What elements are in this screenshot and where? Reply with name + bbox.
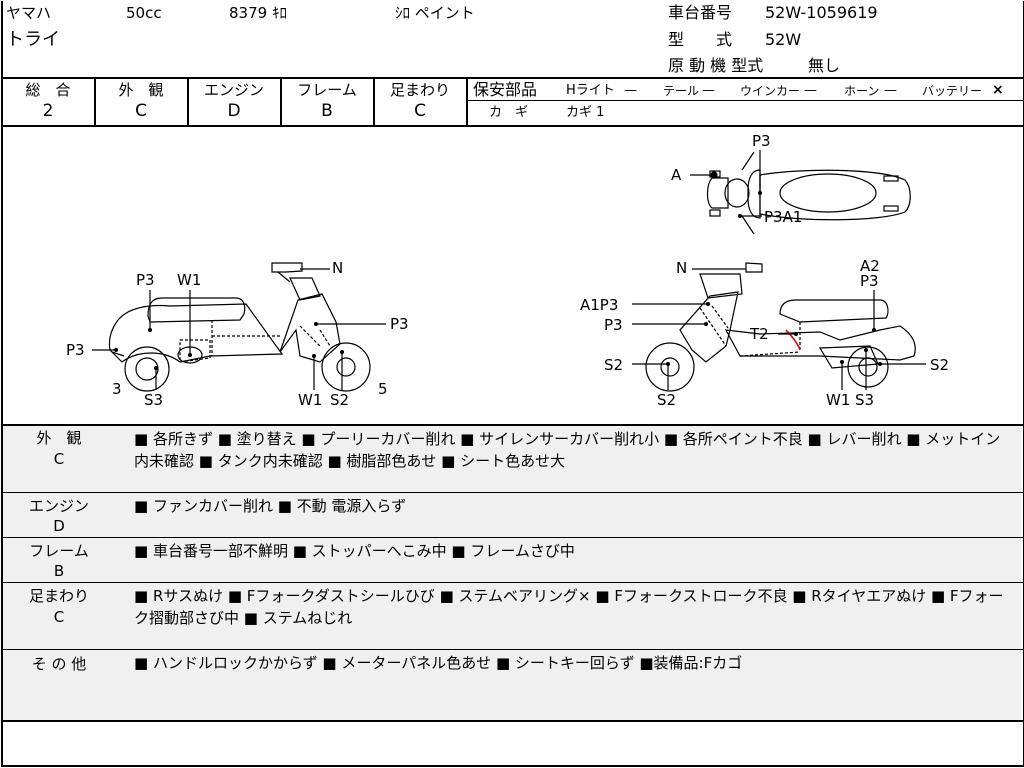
diag-label: W1 xyxy=(177,271,202,289)
color: ｼﾛ ペイント xyxy=(395,4,475,22)
safety-battery: バッテリー xyxy=(922,84,983,98)
frame-no: 52W-1059619 xyxy=(765,3,878,22)
grid-line xyxy=(466,77,468,125)
engine-label: 原 動 機 型式 xyxy=(668,56,764,75)
note-text-other: ■ ハンドルロックかからず ■ メーターパネル色あせ ■ シートキー回らず ■装… xyxy=(134,654,743,672)
type-label: 型 式 xyxy=(668,30,733,49)
diag-label: A1P3 xyxy=(580,296,619,314)
diagram-divider xyxy=(1,424,1023,426)
displacement: 50cc xyxy=(126,4,162,22)
diag-label: S2 xyxy=(604,356,624,374)
note-grade-suspension: C xyxy=(53,608,65,626)
grid-line xyxy=(94,77,96,125)
diag-label: P3A1 xyxy=(764,208,803,226)
header-divider xyxy=(1,77,1023,79)
diag-label: S3 xyxy=(855,391,875,409)
row-bg xyxy=(3,426,1021,492)
grade-label-frame: フレーム xyxy=(297,81,357,99)
model-name: トライ xyxy=(6,29,60,50)
row-bg xyxy=(3,493,1021,537)
key-label: カ ギ xyxy=(489,105,529,120)
row-bg xyxy=(3,538,1021,582)
note-label-engine: エンジン xyxy=(28,497,89,515)
diag-label: N xyxy=(676,259,688,277)
note-label-other: そ の 他 xyxy=(31,655,87,673)
diag-label: W1 xyxy=(826,391,851,409)
diag-label: P3 xyxy=(752,132,771,150)
safety-battery-mark: × xyxy=(992,82,1004,98)
safety-winker-mark: — xyxy=(804,83,817,98)
diag-label: P3 xyxy=(66,341,85,359)
note-grade-exterior: C xyxy=(53,450,65,468)
diag-label: P3 xyxy=(136,271,155,289)
diag-label: S2 xyxy=(330,391,350,409)
frame-no-label: 車台番号 xyxy=(668,3,733,22)
note-label-frame: フレーム xyxy=(29,542,89,560)
top-view-scooter xyxy=(706,151,911,235)
diag-label: S2 xyxy=(930,356,950,374)
grid-line xyxy=(1,492,1023,493)
safety-headlight: Hライト xyxy=(566,83,615,98)
grid-line xyxy=(187,77,189,125)
grade-value-suspension: C xyxy=(414,101,426,121)
mileage: 8379 ｷﾛ xyxy=(229,4,287,22)
row-bg xyxy=(3,583,1021,649)
grid-line xyxy=(373,77,375,125)
grid-line xyxy=(280,77,282,125)
diag-label: S2 xyxy=(657,391,677,409)
note-text-engine: ■ ファンカバー削れ ■ 不動 電源入らず xyxy=(134,497,407,515)
safety-horn-mark: — xyxy=(884,83,897,98)
note-text-exterior: ■ 各所きず ■ 塗り替え ■ プーリーカバー削れ ■ サイレンサーカバー削れ小… xyxy=(134,430,1001,470)
diag-label: P3 xyxy=(604,316,623,334)
diag-label: P3 xyxy=(390,315,409,333)
grid-line xyxy=(1,720,1023,722)
grid-line xyxy=(1,537,1023,538)
note-grade-frame: B xyxy=(53,562,65,580)
note-text-suspension: ■ Rサスぬけ ■ Fフォークダストシールひび ■ ステムベアリング× ■ Fフ… xyxy=(134,587,1004,627)
diag-label: 3 xyxy=(112,380,122,398)
safety-winker: ウインカー xyxy=(740,84,801,98)
safety-tail: テール xyxy=(663,84,700,98)
grade-value-engine: D xyxy=(227,101,241,121)
diag-label: 5 xyxy=(378,380,388,398)
grid-line xyxy=(466,100,1023,101)
grid-line xyxy=(1,582,1023,583)
grade-label-exterior: 外 観 xyxy=(118,81,164,99)
type-value: 52W xyxy=(765,30,802,49)
diag-label: A xyxy=(671,166,682,184)
maker: ヤマハ xyxy=(6,4,52,22)
note-label-suspension: 足まわり xyxy=(28,587,89,605)
grade-value-frame: B xyxy=(321,101,333,121)
diag-label: P3 xyxy=(860,272,879,290)
scooter-diagram xyxy=(92,150,926,392)
safety-horn: ホーン xyxy=(844,84,880,98)
diag-label: W1 xyxy=(298,391,323,409)
row-bg xyxy=(3,650,1021,720)
diag-label: A2 xyxy=(860,257,880,275)
safety-label: 保安部品 xyxy=(473,80,538,99)
grade-value-overall: 2 xyxy=(42,101,54,121)
safety-tail-mark: — xyxy=(702,83,715,98)
grade-label-engine: エンジン xyxy=(203,81,264,99)
note-text-frame: ■ 車台番号一部不鮮明 ■ ストッパーへこみ中 ■ フレームさび中 xyxy=(134,542,575,560)
grades-divider xyxy=(1,125,1023,127)
key-value: カギ 1 xyxy=(566,105,605,120)
leader-lines xyxy=(92,150,926,390)
note-label-exterior: 外 観 xyxy=(36,429,82,447)
engine-value: 無し xyxy=(808,56,841,75)
grid-line xyxy=(1,649,1023,650)
diag-label: S3 xyxy=(144,391,164,409)
grade-label-suspension: 足まわり xyxy=(389,81,450,99)
grade-label-overall: 総 合 xyxy=(25,81,71,99)
note-grade-engine: D xyxy=(53,517,65,535)
diag-label: T2 xyxy=(750,325,769,343)
grade-value-exterior: C xyxy=(135,101,147,121)
safety-headlight-mark: — xyxy=(624,83,637,98)
diag-label: N xyxy=(332,259,344,277)
